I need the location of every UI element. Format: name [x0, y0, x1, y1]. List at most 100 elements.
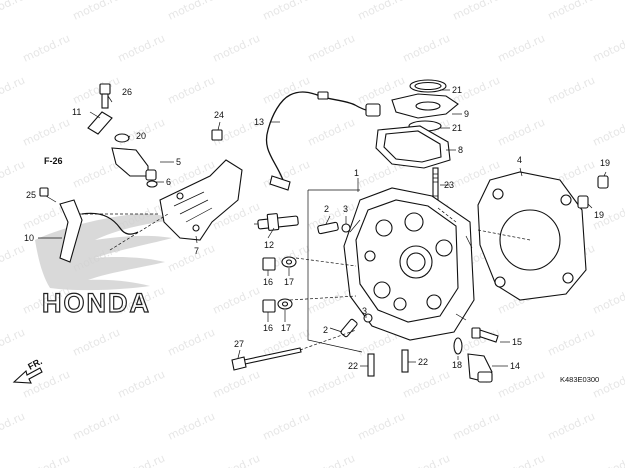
watermark-text: motod.ru	[401, 32, 452, 65]
callout-leaders	[38, 89, 607, 367]
part-7-injector-bracket	[159, 159, 243, 241]
part-20-o-ring	[114, 133, 130, 143]
watermark-text: motod.ru	[546, 0, 597, 23]
watermark-text: motod.ru	[71, 0, 122, 23]
callout-18: 18	[452, 360, 462, 370]
part-6-o-ring	[146, 180, 158, 188]
part-8-gasket	[375, 125, 451, 169]
watermark-text: motod.ru	[211, 368, 262, 401]
watermark-text: motod.ru	[71, 158, 122, 191]
callout-16-lower: 16	[263, 323, 273, 333]
callout-2-upper: 2	[324, 204, 329, 214]
callout-20: 20	[136, 131, 146, 141]
watermark-text: motod.ru	[591, 32, 625, 65]
part-27-bolt	[231, 347, 302, 371]
diagram-code: K483E0300	[560, 375, 599, 384]
watermark-text: motod.ru	[0, 74, 27, 107]
watermark-text: motod.ru	[166, 410, 217, 443]
watermark-text: motod.ru	[496, 368, 547, 401]
callout-19-lower: 19	[594, 210, 604, 220]
watermark-text: motod.ru	[71, 326, 122, 359]
front-direction-arrow: FR.	[12, 356, 44, 384]
watermark-text: motod.ru	[166, 242, 217, 275]
callout-7: 7	[194, 246, 199, 256]
part-10-fuel-pipe	[59, 199, 139, 263]
part-25-bolt	[39, 187, 49, 197]
part-24-nut	[211, 129, 223, 141]
watermark-text: motod.ru	[591, 368, 625, 401]
callout-19-upper: 19	[600, 158, 610, 168]
watermark-text: motod.ru	[0, 326, 27, 359]
watermark-text: motod.ru	[306, 452, 357, 468]
watermark-text: motod.ru	[306, 32, 357, 65]
watermark-text: motod.ru	[261, 74, 312, 107]
watermark-text: motod.ru	[211, 32, 262, 65]
callout-14: 14	[510, 361, 520, 371]
part-26-bolt	[99, 83, 111, 109]
watermark-text: motod.ru	[356, 410, 407, 443]
watermark-text: motod.ru	[401, 368, 452, 401]
watermark-text: motod.ru	[496, 452, 547, 468]
watermark-text: motod.ru	[0, 0, 27, 23]
part-19-dowel-pins	[577, 175, 609, 209]
watermark-text: motod.ru	[0, 410, 27, 443]
callout-16-upper: 16	[263, 277, 273, 287]
callout-22-right: 22	[418, 357, 428, 367]
callout-12: 12	[264, 240, 274, 250]
callout-17-lower: 17	[281, 323, 291, 333]
watermark-text: motod.ru	[591, 284, 625, 317]
callout-17-upper: 17	[284, 277, 294, 287]
callout-3-lower: 3	[362, 306, 367, 316]
honda-wing-logo: HONDA	[35, 213, 175, 319]
callout-numbers: 1 2 2 3 3 4 5 6 7 8 9 10 11 12 13 14 15 …	[24, 85, 610, 371]
watermark-text: motod.ru	[0, 158, 27, 191]
callout-21-lower: 21	[452, 123, 462, 133]
callout-27: 27	[234, 339, 244, 349]
honda-brand-text: HONDA	[42, 288, 151, 318]
callout-21-upper: 21	[452, 85, 462, 95]
callout-22-left: 22	[348, 361, 358, 371]
callout-8: 8	[458, 145, 463, 155]
watermark-text: motod.ru	[451, 410, 502, 443]
watermark-text: motod.ru	[116, 452, 167, 468]
watermark-text: motod.ru	[166, 326, 217, 359]
watermark-text: motod.ru	[211, 452, 262, 468]
watermark-text: motod.ru	[451, 0, 502, 23]
assembly-frame-lines	[80, 189, 531, 353]
watermark-text: motod.ru	[306, 116, 357, 149]
watermark-text: motod.ru	[116, 32, 167, 65]
callout-5: 5	[176, 157, 181, 167]
watermark-text: motod.ru	[591, 452, 625, 468]
callout-9: 9	[464, 109, 469, 119]
part-15-bolt	[471, 327, 499, 343]
callout-2-lower: 2	[323, 325, 328, 335]
part-2-upper-dowel	[317, 221, 351, 235]
callout-1: 1	[354, 168, 359, 178]
callout-25: 25	[26, 190, 36, 200]
watermark-text: motod.ru	[71, 410, 122, 443]
watermark-text: motod.ru	[591, 116, 625, 149]
watermark-text: motod.ru	[21, 32, 72, 65]
part-12-spark-plug	[254, 213, 299, 231]
figure-ref-label: F-26	[44, 156, 63, 166]
watermark-text: motod.ru	[496, 116, 547, 149]
watermark-text: motod.ru	[306, 368, 357, 401]
callout-23: 23	[444, 180, 454, 190]
watermark-text: motod.ru	[71, 74, 122, 107]
callout-24: 24	[214, 110, 224, 120]
callout-11: 11	[72, 107, 81, 117]
watermark-text: motod.ru	[261, 410, 312, 443]
watermark-text: motod.ru	[211, 284, 262, 317]
part-5-fuel-injector	[111, 147, 157, 181]
watermark-text: motod.ru	[546, 74, 597, 107]
watermark-text: motod.ru	[166, 74, 217, 107]
callout-6: 6	[166, 177, 171, 187]
callout-13: 13	[254, 117, 264, 127]
callout-4: 4	[517, 155, 522, 165]
watermark-text: motod.ru	[261, 0, 312, 23]
part-16-17-nuts-washers	[262, 256, 297, 313]
part-11-clip	[87, 111, 113, 135]
part-4-head-gasket	[477, 171, 587, 301]
watermark-text: motod.ru	[496, 32, 547, 65]
